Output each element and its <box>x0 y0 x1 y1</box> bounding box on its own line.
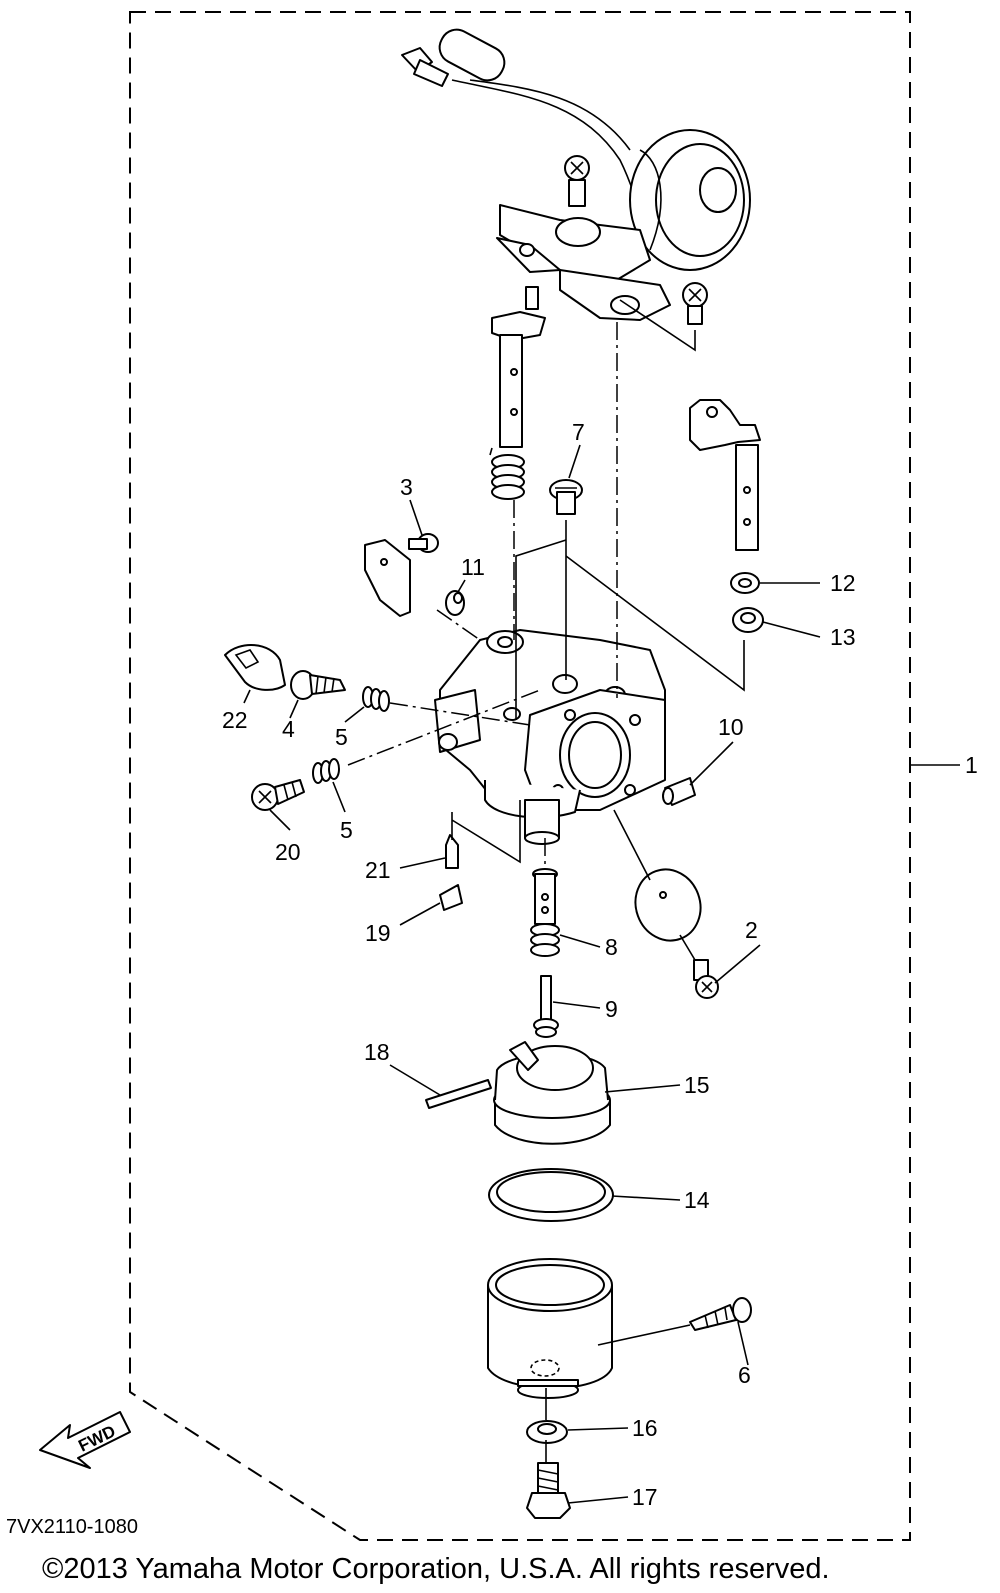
callout-12: 12 <box>830 570 856 596</box>
callout-14: 14 <box>684 1187 710 1213</box>
float-15 <box>493 1041 611 1145</box>
seal-13 <box>732 607 764 633</box>
callout-15: 15 <box>684 1072 710 1098</box>
carburetor-body <box>434 629 666 845</box>
clip-19 <box>439 884 463 911</box>
spring-upper <box>489 447 525 500</box>
callout-21: 21 <box>365 857 391 883</box>
callout-16: 16 <box>632 1415 658 1441</box>
cap-22 <box>224 643 286 691</box>
callout-18: 18 <box>364 1039 390 1065</box>
float-bowl <box>487 1258 613 1399</box>
screw-4 <box>290 670 346 700</box>
callout-17: 17 <box>632 1484 658 1510</box>
callout-6: 6 <box>738 1362 751 1388</box>
screw-20 <box>251 779 305 811</box>
pilot-screw <box>549 479 583 515</box>
callout-11: 11 <box>461 554 485 580</box>
washer-12 <box>730 572 760 594</box>
callout-22: 22 <box>222 707 248 733</box>
fwd-arrow: FWD <box>39 1411 131 1469</box>
screw-6 <box>689 1297 752 1331</box>
callout-4: 4 <box>282 716 295 742</box>
assembly-lines <box>347 322 745 1462</box>
callout-9: 9 <box>605 996 618 1022</box>
copyright-notice: ©2013 Yamaha Motor Corporation, U.S.A. A… <box>42 1553 830 1585</box>
callout-5a: 5 <box>335 724 348 750</box>
spring-5-lower <box>312 758 340 784</box>
throttle-shaft <box>491 286 546 448</box>
drain-bolt-17 <box>526 1462 571 1519</box>
throttle-plate <box>364 533 439 617</box>
callout-10: 10 <box>718 714 744 740</box>
throttle-valve-plate <box>634 868 702 942</box>
jet-11 <box>445 590 465 616</box>
gasket-14 <box>488 1168 614 1222</box>
callout-20: 20 <box>275 839 301 865</box>
main-jet-9 <box>533 975 559 1038</box>
needle-valve-21 <box>445 834 459 869</box>
spring-5-upper <box>362 686 390 712</box>
assembly-boundary <box>129 11 911 1541</box>
choke-solenoid-assembly <box>401 28 751 352</box>
callout-5b: 5 <box>340 817 353 843</box>
callout-1: 1 <box>965 752 978 778</box>
callout-8: 8 <box>605 934 618 960</box>
callout-7: 7 <box>572 419 585 445</box>
washer-16 <box>526 1420 568 1444</box>
float-pin-18 <box>425 1079 492 1109</box>
callout-3: 3 <box>400 474 413 500</box>
choke-shaft <box>689 399 761 551</box>
callout-13: 13 <box>830 624 856 650</box>
drawing-code: 7VX2110-1080 <box>6 1516 138 1538</box>
screw-2 <box>693 959 719 999</box>
leader-lines <box>243 444 821 1504</box>
callout-19: 19 <box>365 920 391 946</box>
callout-2: 2 <box>745 917 758 943</box>
main-nozzle-8 <box>530 868 560 957</box>
screw-10 <box>662 777 696 806</box>
